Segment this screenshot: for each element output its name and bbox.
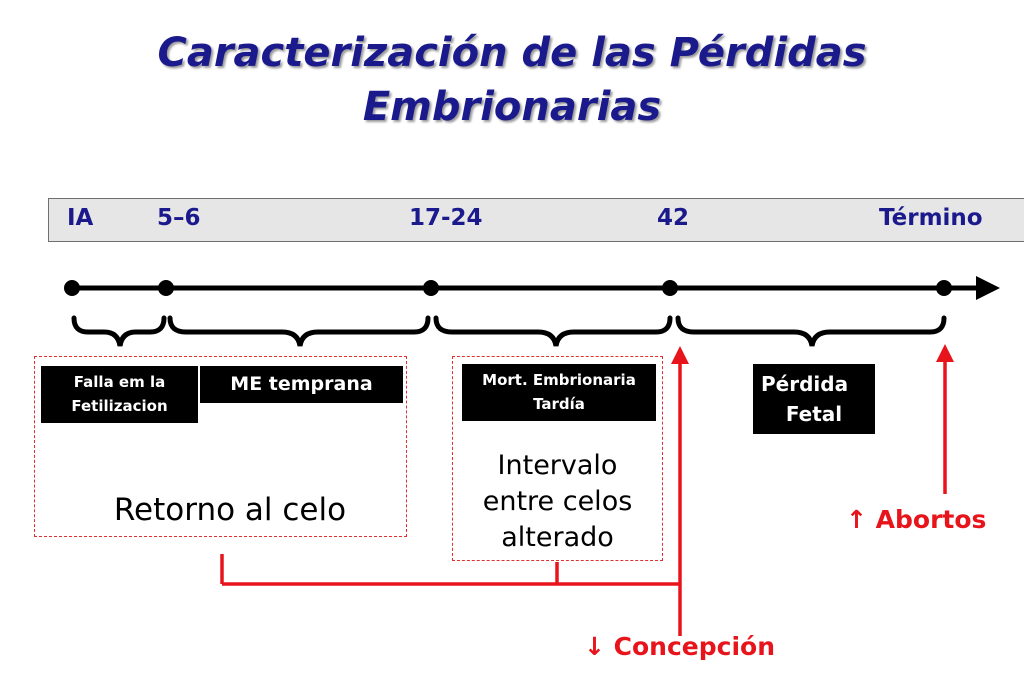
scale-label-17-24: 17-24 — [409, 205, 483, 231]
abortos-label: ↑ Abortos — [846, 505, 987, 534]
day-scale-bar: IA 5–6 17-24 42 Término — [48, 198, 1024, 242]
scale-label-ia: IA — [67, 205, 94, 231]
title-line-2: Embrionarias — [362, 84, 662, 130]
timeline-dot-5-6 — [158, 280, 174, 296]
falla-fertilizacion-box: Falla em la Fetilizacion — [41, 366, 198, 423]
abortos-arrowhead — [936, 344, 954, 362]
intervalo-text: Intervalo entre celos alterado — [452, 448, 663, 556]
falla-line-1: Falla em la — [73, 373, 166, 391]
title-line-1: Caracterización de las Pérdidas — [157, 30, 867, 76]
mort-line-2: Tardía — [533, 395, 585, 413]
falla-line-2: Fetilizacion — [71, 397, 168, 415]
scale-label-termino: Término — [879, 205, 983, 231]
me-temprana-label: ME temprana — [230, 373, 373, 395]
mort-line-1: Mort. Embrionaria — [482, 371, 636, 389]
concepcion-arrowhead — [671, 346, 689, 364]
intervalo-line-3: alterado — [501, 522, 614, 553]
concepcion-label: ↓ Concepción — [584, 632, 776, 661]
perdida-line-2: Fetal — [785, 402, 843, 426]
timeline-arrowhead — [976, 276, 1000, 300]
slide-title: Caracterización de las Pérdidas Embriona… — [0, 26, 1024, 134]
perdida-fetal-box: Pérdida Fetal — [753, 364, 875, 434]
brace-me-temprana — [167, 315, 431, 347]
perdida-line-1: Pérdida — [761, 372, 849, 396]
scale-label-42: 42 — [657, 205, 690, 231]
intervalo-line-2: entre celos — [482, 486, 633, 517]
timeline-dot-termino — [936, 280, 952, 296]
retorno-al-celo-text: Retorno al celo — [113, 492, 347, 528]
retorno-region — [34, 356, 407, 537]
scale-label-5-6: 5–6 — [157, 205, 201, 231]
timeline-dot-ia — [64, 280, 80, 296]
brace-falla — [71, 315, 167, 347]
timeline-dot-17-24 — [423, 280, 439, 296]
intervalo-line-1: Intervalo — [497, 450, 618, 481]
me-temprana-box: ME temprana — [200, 366, 403, 403]
mort-embrionaria-box: Mort. Embrionaria Tardía — [462, 364, 656, 421]
brace-perdida-fetal — [675, 315, 947, 347]
timeline-dot-42 — [662, 280, 678, 296]
intervalo-region — [452, 356, 663, 561]
brace-mort-tardia — [433, 315, 673, 347]
